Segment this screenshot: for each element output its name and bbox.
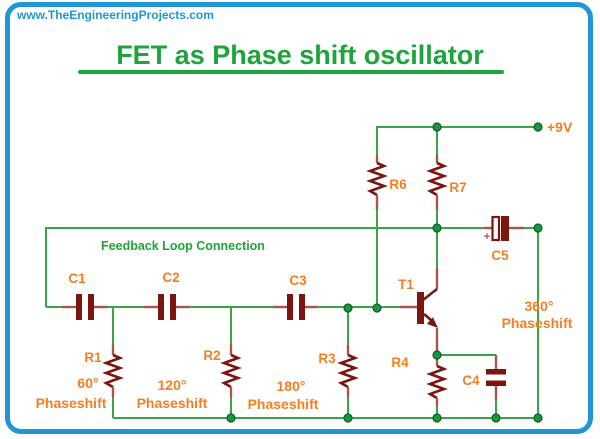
phase-annotation-180: 180° Phaseshift — [248, 378, 319, 412]
junction-dot — [432, 413, 442, 423]
phase-degrees-180: 180° — [277, 378, 306, 394]
supply-terminal-dot — [533, 122, 543, 132]
c5-positive-plate — [491, 215, 501, 242]
label-r4: R4 — [391, 355, 409, 370]
junction-dot — [533, 223, 543, 233]
phase-degrees-60: 60° — [77, 375, 98, 391]
resistor-r4 — [426, 357, 448, 418]
phase-degrees-360: 360° — [525, 298, 554, 314]
label-t1: T1 — [398, 277, 414, 292]
junction-dot — [432, 350, 442, 360]
capacitor-c1 — [62, 294, 108, 320]
phase-caption-360: Phaseshift — [502, 315, 573, 331]
supply-voltage-label: +9V — [547, 119, 573, 135]
emitter-arrow — [426, 317, 438, 328]
phase-annotation-120: 120° Phaseshift — [137, 377, 208, 411]
label-r3: R3 — [318, 351, 336, 366]
phase-caption-60: Phaseshift — [36, 395, 107, 411]
label-r2: R2 — [203, 348, 220, 363]
label-r7: R7 — [449, 180, 466, 195]
c5-plus-sign: + — [484, 231, 490, 243]
watermark-url: www.TheEngineeringProjects.com — [17, 8, 214, 22]
junction-dots — [226, 122, 543, 423]
label-c4: C4 — [462, 373, 480, 388]
junction-dot — [226, 413, 236, 423]
page-title: FET as Phase shift oscillator — [116, 40, 484, 70]
resistor-r3 — [337, 307, 359, 418]
junction-dot — [432, 122, 442, 132]
junction-dot — [533, 413, 543, 423]
label-r1: R1 — [84, 350, 102, 365]
phase-caption-120: Phaseshift — [137, 395, 208, 411]
capacitor-c3 — [273, 294, 318, 320]
supply-rail-wire — [376, 126, 538, 155]
c5-negative-plate — [501, 216, 509, 241]
capacitor-c2 — [144, 294, 190, 320]
transistor-t1 — [400, 268, 439, 352]
resistor-r2 — [220, 307, 242, 418]
junction-dot — [432, 223, 442, 233]
phase-annotation-360: 360° Phaseshift — [502, 298, 573, 331]
junction-dot — [343, 413, 353, 423]
junction-dot — [343, 303, 353, 313]
junction-dot — [372, 303, 382, 313]
label-c1: C1 — [68, 271, 86, 286]
transistor-base-bar — [417, 292, 424, 324]
phase-caption-180: Phaseshift — [248, 396, 319, 412]
label-r6: R6 — [389, 177, 407, 192]
label-c5: C5 — [491, 248, 509, 263]
label-c3: C3 — [289, 273, 307, 288]
title-underline — [78, 70, 504, 74]
junction-dot — [491, 413, 501, 423]
resistor-r7 — [426, 127, 448, 268]
phase-degrees-120: 120° — [158, 377, 187, 393]
phase-annotation-60: 60° Phaseshift — [36, 375, 107, 411]
label-c2: C2 — [162, 270, 179, 285]
capacitor-c5: + — [484, 215, 524, 243]
resistor-r1 — [102, 307, 124, 418]
feedback-loop-label: Feedback Loop Connection — [101, 239, 265, 253]
feedback-loop-wire — [45, 227, 484, 307]
resistor-r6 — [366, 127, 388, 308]
